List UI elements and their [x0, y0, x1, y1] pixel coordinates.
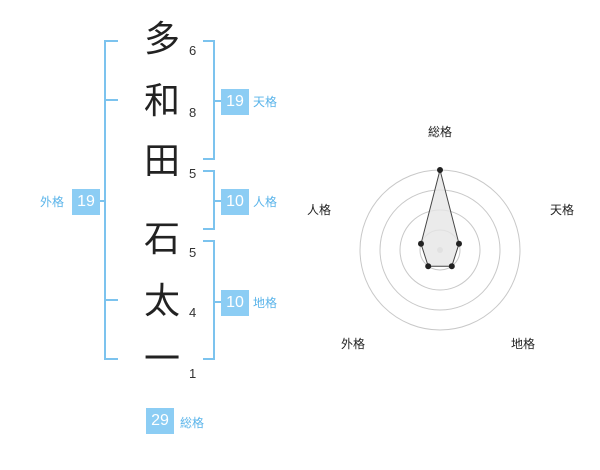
- stroke-count-1: 6: [189, 43, 197, 58]
- chikaku-bracket-connector: [215, 301, 221, 303]
- radar-point-1: [437, 167, 443, 173]
- stroke-count-5: 4: [189, 305, 197, 320]
- radar-point-5: [418, 240, 424, 247]
- radar-label-soukaku: 総格: [428, 125, 453, 139]
- stroke-count-6: 1: [189, 366, 197, 381]
- jinkaku-bracket-connector: [215, 200, 221, 202]
- tenkaku-bracket: [203, 40, 215, 160]
- gaikaku-label: 外格: [40, 195, 65, 209]
- radar-series-area: [420, 169, 460, 267]
- chikaku-label: 地格: [253, 296, 278, 310]
- name-char-1: 多: [143, 19, 180, 60]
- name-char-4: 石: [143, 219, 180, 260]
- radar-label-tenkaku: 天格: [550, 203, 575, 217]
- gaikaku-bracket-tick: [104, 299, 118, 301]
- gaikaku-badge: 19: [72, 189, 100, 215]
- soukaku-badge: 29: [146, 408, 174, 434]
- soukaku-label: 総格: [180, 416, 205, 430]
- radar-point-3: [448, 263, 455, 270]
- stroke-count-3: 5: [189, 166, 197, 181]
- radar-label-gaikaku: 外格: [341, 337, 366, 351]
- radar-point-2: [456, 240, 462, 247]
- tenkaku-badge: 19: [221, 89, 249, 115]
- name-char-3: 田: [143, 141, 180, 182]
- tenkaku-bracket-connector: [215, 100, 221, 102]
- name-char-2: 和: [143, 81, 180, 122]
- radar-chart: [359, 167, 521, 331]
- radar-point-4: [425, 263, 432, 270]
- jinkaku-badge: 10: [221, 189, 249, 215]
- chikaku-bracket: [203, 240, 215, 360]
- chikaku-badge: 10: [221, 290, 249, 316]
- stroke-count-2: 8: [189, 105, 197, 120]
- tenkaku-label: 天格: [253, 95, 278, 109]
- gaikaku-bracket-tick: [104, 99, 118, 101]
- gaikaku-bracket: [104, 40, 118, 360]
- name-char-5: 太: [143, 281, 180, 322]
- jinkaku-bracket: [203, 170, 215, 230]
- gaikaku-bracket-connector: [98, 200, 104, 202]
- name-char-6: 一: [143, 339, 180, 380]
- stroke-count-4: 5: [189, 245, 197, 260]
- radar-label-jinkaku: 人格: [307, 203, 332, 217]
- radar-label-chikaku: 地格: [511, 337, 536, 351]
- jinkaku-label: 人格: [253, 195, 278, 209]
